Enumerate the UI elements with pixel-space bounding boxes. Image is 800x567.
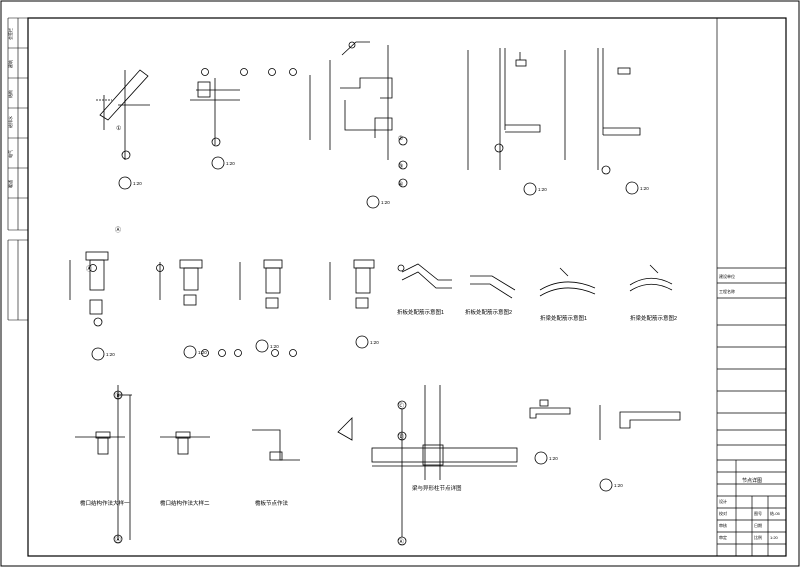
detail-eave-slope: [96, 69, 150, 190]
axis-mark-circle: Ⓐ: [86, 265, 92, 273]
title-block: [716, 18, 786, 556]
detail-small-1: [190, 68, 297, 170]
title-block-text: 建设单位 工程名称 设计 校对 审核 审定 图号 日期 比例 结-05 1:20…: [719, 273, 781, 540]
caption-fold-slab-1: 折板处配筋示意图1: [397, 308, 444, 316]
scale-label: 1:20: [370, 340, 379, 345]
strip-label-2: 结构: [7, 90, 13, 98]
axis-mark-circle: ①: [116, 125, 121, 132]
strip-label-4: 电气: [7, 150, 13, 158]
detail-eave-struct-1: [75, 385, 132, 544]
detail-wall-1: [467, 48, 541, 196]
left-strip-labels: 会签栏 建筑 结构 给排水 电气 暖通: [7, 28, 13, 188]
axis-mark-circle: Ⓐ: [115, 226, 121, 234]
scale-label: 1:20: [381, 200, 390, 205]
detail-fold-slab-2: [470, 275, 516, 299]
axis-mark-circle: Ⓒ: [398, 402, 404, 410]
scale-labels: 1:20 1:20 1:20 1:20 1:20 1:20 1:20 1:20 …: [106, 161, 649, 488]
axis-mark-circle: ④: [398, 181, 403, 188]
scale-label: 1:20: [133, 181, 142, 186]
tb-label-6: 图号: [754, 510, 762, 516]
axis-mark-circle: Ⓐ: [115, 536, 121, 544]
axis-mark-circle: ②: [398, 135, 403, 142]
strip-label-0: 会签栏: [7, 28, 13, 40]
tb-value-8: 1:20: [770, 535, 779, 540]
scale-label: 1:20: [106, 352, 115, 357]
detail-cantilever-1: [529, 399, 571, 465]
tb-label-1: 工程名称: [719, 288, 735, 294]
axis-mark-circle: Ⓐ: [398, 538, 404, 546]
tb-label-5: 审定: [719, 534, 727, 540]
strip-label-1: 建筑: [7, 60, 13, 68]
axis-mark-circle: Ⓑ: [115, 392, 121, 400]
caption-fold-beam-1: 折梁处配筋示意图1: [540, 314, 587, 322]
detail-fold-beam-1: [539, 267, 596, 297]
tb-label-3: 校对: [719, 510, 727, 516]
detail-column-1: [69, 251, 109, 361]
tb-label-2: 设计: [719, 498, 727, 504]
detail-corner-icon: [337, 417, 353, 441]
captions: 折板处配筋示意图1 折板处配筋示意图2 折梁处配筋示意图1 折梁处配筋示意图2 …: [80, 308, 677, 507]
tb-label-8: 比例: [754, 534, 762, 540]
detail-column-3: [234, 259, 297, 357]
tb-label-0: 建设单位: [719, 273, 735, 279]
detail-column-4: [329, 259, 375, 349]
scale-label: 1:20: [640, 186, 649, 191]
detail-fold-beam-2: [629, 264, 673, 292]
detail-cantilever-2: [599, 405, 681, 492]
axis-mark-circle: ③: [398, 163, 403, 170]
tb-label-7: 日期: [754, 522, 762, 528]
axis-mark-circle: Ⓓ: [398, 433, 404, 441]
detail-eave-struct-2: [160, 431, 210, 455]
inner-frame: [27, 17, 787, 557]
detail-wall-2: [564, 48, 641, 195]
scale-label: 1:20: [226, 161, 235, 166]
scale-label: 1:20: [270, 344, 279, 349]
drawing-title: 节点详图: [742, 477, 762, 484]
scale-label: 1:20: [198, 350, 207, 355]
caption-column-joint: 梁与异形柱节点详图: [412, 484, 462, 492]
caption-parapet: 檐板节点作法: [255, 499, 289, 507]
tb-label-4: 审核: [719, 522, 727, 528]
detail-column-joint: [371, 385, 518, 546]
caption-fold-slab-2: 折板处配筋示意图2: [465, 308, 512, 316]
scale-label: 1:20: [614, 483, 623, 488]
caption-fold-beam-2: 折梁处配筋示意图2: [630, 314, 677, 322]
strip-label-5: 暖通: [7, 180, 13, 188]
detail-fold-slab-1: [397, 263, 452, 289]
scale-label: 1:20: [549, 456, 558, 461]
caption-eave-1: 檐口结构作法大样一: [80, 499, 130, 507]
detail-parapet: [252, 429, 300, 461]
caption-eave-2: 檐口结构作法大样二: [160, 499, 210, 507]
axis-marks: ① ② ③ ④ Ⓐ Ⓐ Ⓑ Ⓐ Ⓒ Ⓓ Ⓐ: [86, 125, 404, 546]
detail-step-section: [309, 41, 408, 209]
strip-label-3: 给排水: [7, 116, 13, 128]
left-signature-strip: [7, 17, 28, 321]
tb-value-6: 结-05: [770, 510, 781, 516]
scale-label: 1:20: [538, 187, 547, 192]
detail-column-2: [156, 259, 226, 359]
